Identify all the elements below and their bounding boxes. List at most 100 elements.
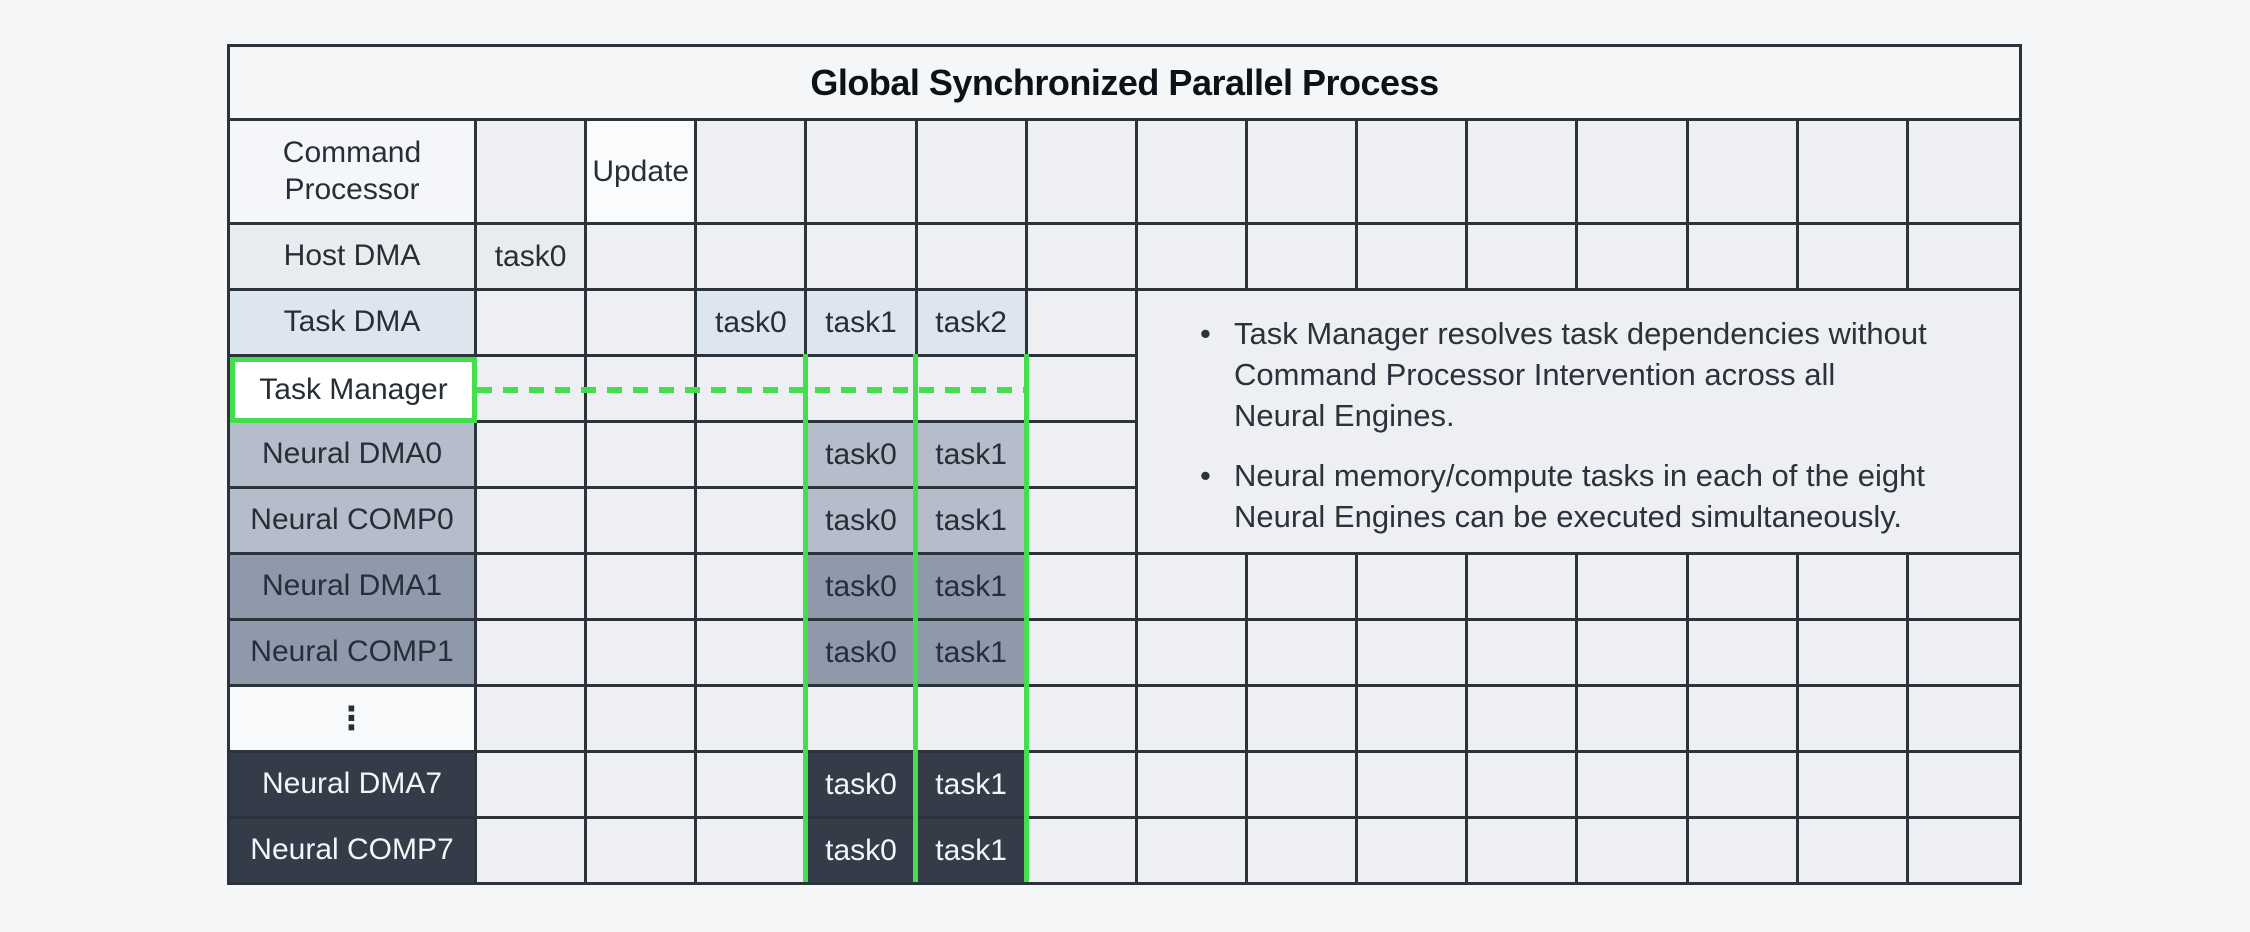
row-label-neural-comp7: Neural COMP7 [230,819,477,882]
cell-neural-comp7-col7 [1137,819,1248,882]
notes-list: • Task Manager resolves task dependencie… [1200,313,1929,537]
cell-neural-comp1-task1: task1 [917,621,1028,687]
cell-neural-dma0-col1 [477,423,588,489]
cell-neural-dma0-col6 [1027,423,1138,489]
cell-neural-comp1-col13 [1798,621,1909,687]
cell-neural-dma1-col12 [1688,555,1799,621]
cell-command-processor-col3 [697,121,808,225]
row-label-neural-dma1: Neural DMA1 [230,555,477,621]
cell-neural-dma7-col2 [587,753,698,819]
sync-column-line-middle [913,354,918,882]
note-item: • Task Manager resolves task dependencie… [1200,313,1929,436]
task-manager-dependency-dashed-line [477,387,1029,393]
cell-host-dma-col11 [1578,225,1689,291]
cell-command-processor-col9 [1358,121,1469,225]
cell-host-dma-col4 [807,225,918,291]
cell-neural-dma7-task1: task1 [917,753,1028,819]
cell-neural-dma1-col9 [1358,555,1469,621]
cell-neural-dma7-col12 [1688,753,1799,819]
row-label-task-dma: Task DMA [230,291,477,357]
cell-neural-dma1-col11 [1578,555,1689,621]
cell-command-processor-col1 [477,121,588,225]
cell-neural-comp1-col7 [1137,621,1248,687]
cell-neural-comp7-col12 [1688,819,1799,882]
cell-neural-dma7-col11 [1578,753,1689,819]
cell-command-processor-col11 [1578,121,1689,225]
cell-neural-comp1-col2 [587,621,698,687]
cell-neural-comp1-col10 [1468,621,1579,687]
cell-neural-comp7-col11 [1578,819,1689,882]
cell-ellipsis-row-col2 [587,687,698,753]
cell-host-dma-col13 [1798,225,1909,291]
cell-host-dma-col10 [1468,225,1579,291]
cell-neural-comp1-col11 [1578,621,1689,687]
cell-task-dma-task1: task1 [807,291,918,357]
row-label-command-processor: Command Processor [230,121,477,225]
cell-neural-comp7-col1 [477,819,588,882]
cell-host-dma-col8 [1248,225,1359,291]
cell-neural-comp7-task0: task0 [807,819,918,882]
cell-command-processor-col13 [1798,121,1909,225]
cell-neural-comp7-col3 [697,819,808,882]
cell-neural-comp7-task1: task1 [917,819,1028,882]
cell-neural-comp7-col10 [1468,819,1579,882]
cell-neural-dma7-col6 [1027,753,1138,819]
cell-ellipsis-row-col8 [1248,687,1359,753]
cell-task-dma-col2 [587,291,698,357]
cell-neural-comp0-task0: task0 [807,489,918,555]
note-item: • Neural memory/compute tasks in each of… [1200,455,1929,537]
bullet-icon: • [1200,458,1211,493]
cell-task-dma-col1 [477,291,588,357]
cell-neural-comp1-col9 [1358,621,1469,687]
row-label-neural-comp0: Neural COMP0 [230,489,477,555]
cell-ellipsis-row-col4 [807,687,918,753]
notes-panel: • Task Manager resolves task dependencie… [1138,291,2019,555]
cell-command-processor-col4 [807,121,918,225]
cell-command-processor-col12 [1688,121,1799,225]
cell-command-processor-col7 [1137,121,1248,225]
cell-neural-dma1-col10 [1468,555,1579,621]
note-text: Task Manager resolves task dependencies … [1234,316,1927,433]
cell-host-dma-col9 [1358,225,1469,291]
row-label-neural-comp1: Neural COMP1 [230,621,477,687]
cell-host-dma-col2 [587,225,698,291]
bullet-icon: • [1200,316,1211,351]
row-label-ellipsis-row: ⋮ [230,687,477,753]
cell-neural-dma1-col7 [1137,555,1248,621]
row-label-task-manager: Task Manager [230,357,477,423]
note-text: Neural memory/compute tasks in each of t… [1234,458,1925,534]
row-label-host-dma: Host DMA [230,225,477,291]
cell-neural-dma7-col1 [477,753,588,819]
cell-neural-comp1-task0: task0 [807,621,918,687]
cell-task-dma-task2: task2 [917,291,1028,357]
cell-neural-comp0-task1: task1 [917,489,1028,555]
cell-neural-dma0-col3 [697,423,808,489]
cell-neural-dma7-col14 [1908,753,2019,819]
cell-ellipsis-row-col7 [1137,687,1248,753]
row-label-neural-dma7: Neural DMA7 [230,753,477,819]
cell-neural-comp0-col3 [697,489,808,555]
cell-ellipsis-row-col9 [1358,687,1469,753]
cell-neural-comp7-col9 [1358,819,1469,882]
cell-neural-dma7-task0: task0 [807,753,918,819]
sync-column-line-right [1024,354,1029,882]
cell-ellipsis-row-col1 [477,687,588,753]
cell-host-dma-col3 [697,225,808,291]
cell-neural-dma0-task1: task1 [917,423,1028,489]
cell-neural-dma7-col7 [1137,753,1248,819]
cell-neural-dma1-col1 [477,555,588,621]
cell-task-manager-col6 [1027,357,1138,423]
cell-ellipsis-row-col11 [1578,687,1689,753]
cell-host-dma-col14 [1908,225,2019,291]
cell-ellipsis-row-col5 [917,687,1028,753]
cell-neural-dma7-col10 [1468,753,1579,819]
cell-neural-comp1-col12 [1688,621,1799,687]
cell-neural-comp0-col1 [477,489,588,555]
cell-neural-dma1-col14 [1908,555,2019,621]
cell-neural-comp1-col6 [1027,621,1138,687]
cell-neural-dma7-col8 [1248,753,1359,819]
cell-ellipsis-row-col10 [1468,687,1579,753]
cell-neural-dma1-col8 [1248,555,1359,621]
diagram-title: Global Synchronized Parallel Process [230,47,2019,121]
cell-neural-dma0-col2 [587,423,698,489]
